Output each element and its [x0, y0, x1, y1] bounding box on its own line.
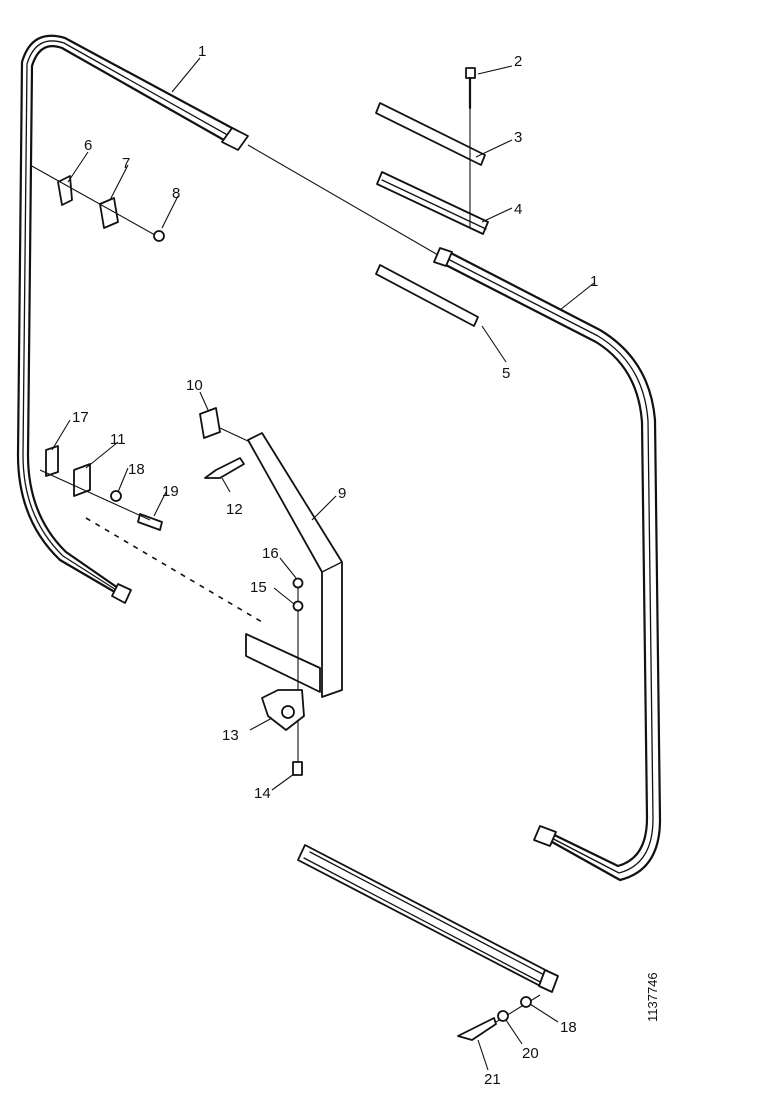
bolt-19 — [137, 513, 163, 531]
callout-1b: 1 — [590, 273, 598, 290]
clip-17 — [45, 445, 59, 477]
strip-5 — [375, 264, 479, 327]
callout-16: 16 — [262, 545, 279, 562]
callouts: 1 1 2 3 4 5 6 7 8 9 10 11 12 13 14 15 16… — [72, 43, 598, 1088]
bolt-21 — [457, 1017, 497, 1041]
callout-18a: 18 — [128, 461, 145, 478]
callout-4: 4 — [514, 201, 522, 218]
dashed-line — [85, 517, 263, 623]
bracket-7 — [99, 197, 119, 229]
connector-frame — [247, 144, 439, 256]
top-strip-3 — [375, 102, 486, 166]
washer-18b — [520, 996, 532, 1008]
callout-6: 6 — [84, 137, 92, 154]
seal-frame-right — [433, 247, 662, 882]
screw-12 — [204, 457, 245, 479]
screw-14 — [292, 761, 303, 776]
callout-7: 7 — [122, 155, 130, 172]
clip-6 — [57, 175, 73, 206]
clip-10 — [199, 407, 221, 439]
callout-11: 11 — [110, 431, 126, 448]
callout-14: 14 — [254, 785, 271, 802]
corner-piece-9 — [245, 432, 343, 698]
callout-2: 2 — [514, 53, 522, 70]
nut-20 — [497, 1010, 509, 1022]
leader-lines — [51, 57, 595, 1071]
washer-18 — [110, 490, 122, 502]
callout-9: 9 — [338, 485, 346, 502]
top-strip-4 — [376, 171, 489, 235]
callout-12: 12 — [226, 501, 243, 518]
callout-10: 10 — [186, 377, 203, 394]
callout-17: 17 — [72, 409, 89, 426]
nut-16 — [292, 577, 304, 589]
seal-frame-left — [16, 34, 249, 604]
bracket-11 — [73, 463, 91, 497]
callout-21: 21 — [484, 1071, 501, 1088]
connector-clip — [29, 164, 156, 236]
callout-1a: 1 — [198, 43, 206, 60]
callout-8: 8 — [172, 185, 180, 202]
drawing-number: 1137746 — [645, 972, 660, 1022]
callout-18b: 18 — [560, 1019, 577, 1036]
callout-19: 19 — [162, 483, 179, 500]
bottom-rail — [297, 844, 559, 993]
screw-2 — [465, 67, 476, 228]
callout-3: 3 — [514, 129, 522, 146]
washer-15 — [292, 600, 304, 612]
callout-13: 13 — [222, 727, 239, 744]
callout-20: 20 — [522, 1045, 539, 1062]
nut-8 — [153, 230, 165, 242]
callout-5: 5 — [502, 365, 510, 382]
callout-15: 15 — [250, 579, 267, 596]
